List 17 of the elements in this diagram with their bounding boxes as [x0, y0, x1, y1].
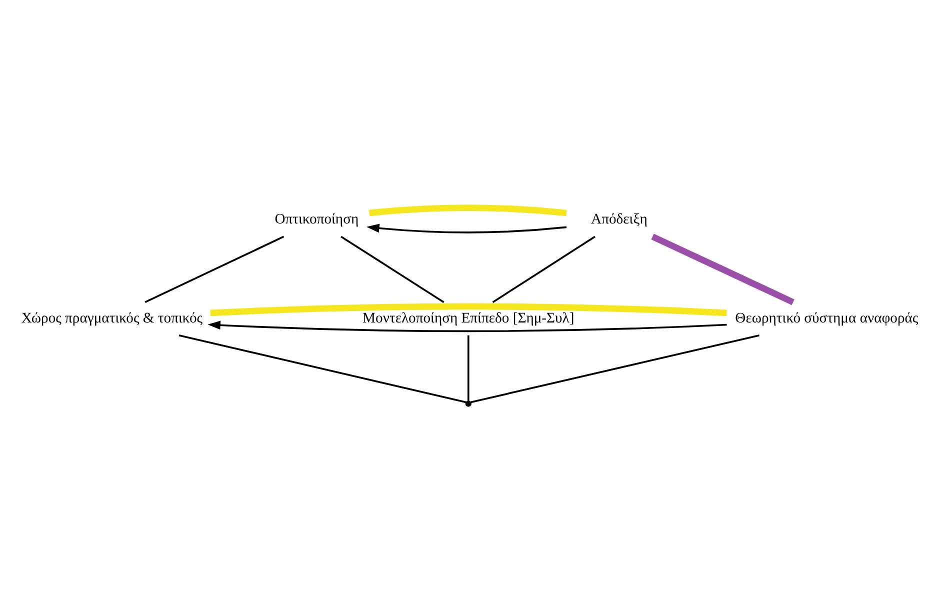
node-point — [465, 400, 472, 407]
connector — [340, 236, 444, 303]
connector — [651, 234, 794, 306]
node-text: Οπτικοποίηση — [274, 212, 359, 228]
node-text: Χώρος πραγματικός & τοπικός — [21, 310, 203, 326]
connector — [467, 335, 470, 401]
connector — [368, 204, 567, 216]
connector — [210, 303, 727, 316]
connector — [144, 236, 284, 304]
node-text: Μοντελοποίηση Επίπεδο [Σημ-Συλ] — [362, 310, 574, 326]
arrow — [208, 320, 727, 332]
node-text: Απόδειξη — [591, 212, 648, 228]
arrow — [366, 224, 567, 234]
connector — [178, 334, 466, 404]
connector — [470, 334, 760, 404]
connector — [492, 236, 596, 303]
node-text: Θεωρητικό σύστημα αναφοράς — [735, 310, 918, 326]
